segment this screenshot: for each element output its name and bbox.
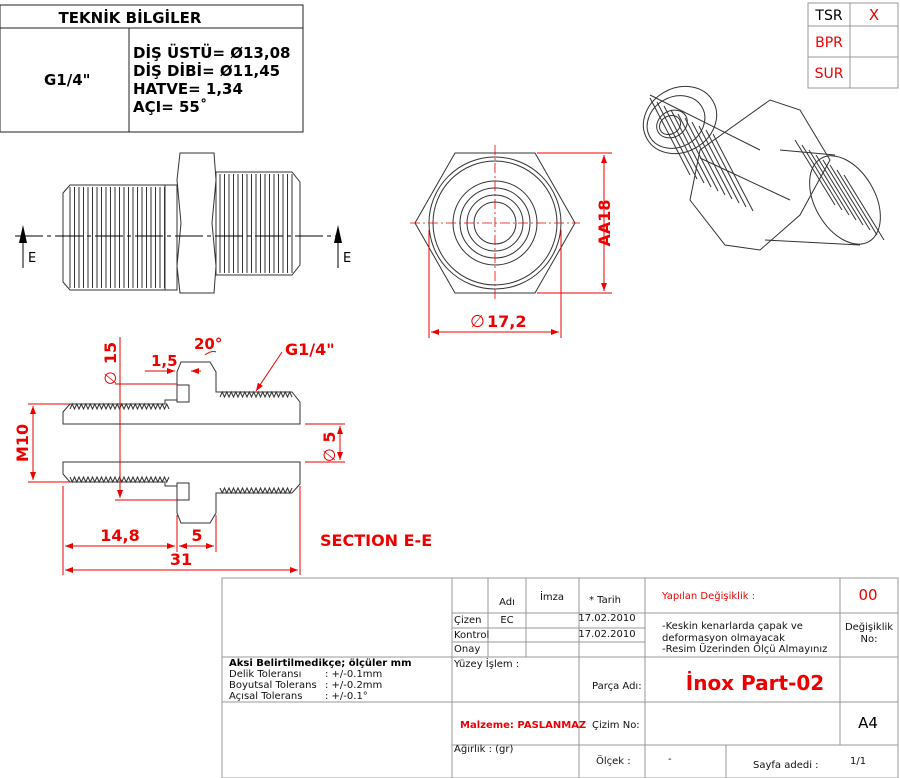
surface-mark: X [869,6,879,24]
section-title: SECTION E-E [320,531,432,550]
revision-number: 00 [858,586,877,604]
sheets-value: 1/1 [850,756,866,767]
thread-line [677,113,719,192]
tolerance-title: Aksi Belirtilmedikçe; ölçüler mm [229,658,412,669]
note-line: -Keskin kenarlarda çapak ve [662,621,803,632]
thread-profile [219,486,293,495]
tech-info-table: TEKNİK BİLGİLER G1/4" DİŞ ÜSTÜ= Ø13,08 D… [0,4,304,133]
svg-text:G1/4": G1/4" [285,340,335,359]
material: Malzeme: PASLANMAZ [460,720,586,731]
svg-text:5: 5 [320,431,339,442]
dim-flange-diameter: ∅ 15 [101,337,177,501]
tech-line: AÇI= 55˚ [133,98,207,116]
svg-text:∅: ∅ [320,448,339,462]
thread-line [670,109,712,188]
svg-text:M10: M10 [13,424,32,462]
hex-dimension: AA18 [537,152,614,294]
svg-text:∅: ∅ [470,312,485,332]
thread-line [808,149,850,216]
row-date: 17.02.2010 [578,613,635,624]
thread-line [712,133,754,212]
tech-line: DİŞ DİBİ= Ø11,45 [133,61,280,80]
thread-line [684,117,726,196]
part-name-label: Parça Adı: [592,681,642,692]
thread-line [656,101,698,180]
dim-lengths: 14,8 5 31 [62,486,301,575]
change-no-label: No: [861,634,878,645]
thread-line [822,159,864,226]
row-name: EC [500,615,513,626]
change-no-label: Değişiklik [845,621,893,633]
paper-size: A4 [858,714,878,732]
dim-groove: 1,5 [145,352,201,374]
tolerance-label: Boyutsal Tolerans [229,680,317,691]
section-arrow-right: E [334,225,351,268]
thread-spec: G1/4" [44,71,90,89]
tolerance-label: Açısal Tolerans [229,691,302,702]
isometric-view [642,85,885,251]
header-name: Adı [499,597,515,608]
thread-profile [219,390,293,399]
row-date: 17.02.2010 [578,629,635,640]
row-role: Kontrol [454,630,489,641]
thread-line [829,164,871,231]
side-view: E E [15,152,351,294]
thread-line [794,139,836,206]
thread-line [649,97,691,176]
tech-info-title: TEKNİK BİLGİLER [59,8,202,27]
scale-value: - [668,754,672,765]
thread-line [691,121,733,200]
row-role: Çizen [454,615,482,626]
surface-treatment-label: Yüzey İşlem : [453,657,519,670]
svg-text:E: E [343,251,351,266]
surface-label: TSR [814,8,842,24]
front-view: AA18 ∅ 17,2 [410,145,614,338]
section-arrow-left: E [19,225,36,268]
dim-angle: 20° [194,335,222,356]
section-view: M10 ∅ 15 1,5 20° G1/4" ∅ 5 [13,335,432,575]
svg-text:5: 5 [191,526,202,545]
surface-finish-box: TSR X BPR SUR [807,2,899,89]
svg-text:15: 15 [101,342,120,364]
revision-label: Yapılan Değişiklik : [661,590,755,602]
thread-line [705,129,747,208]
thread-line [836,169,878,236]
header-signature: İmza [540,590,564,603]
title-block: Adı İmza * Tarih Çizen EC 17.02.2010 Kon… [221,577,899,778]
row-role: Onay [454,644,480,655]
tolerance-value: : +/-0.1mm [325,669,382,680]
thread-callout: G1/4" [255,340,335,392]
dim-bore: ∅ 5 [305,423,345,463]
tolerance-label: Delik Toleransı [229,669,301,680]
header-date: * Tarih [589,595,621,606]
tech-line: HATVE= 1,34 [133,80,243,98]
thread-line [663,105,705,184]
weight-label: Ağırlık : (gr) [454,743,514,755]
note-line: -Resim Üzerinden Ölçü Almayınız [662,642,827,655]
diameter-dimension: ∅ 17,2 [428,230,562,338]
tolerance-value: : +/-0.2mm [325,680,382,691]
note-line: deformasyon olmayacak [662,633,785,644]
scale-label: Ölçek : [596,754,631,767]
svg-text:31: 31 [170,550,192,569]
svg-text:17,2: 17,2 [487,312,526,331]
svg-text:20°: 20° [194,335,222,353]
thread-line [801,144,843,211]
tech-line: DİŞ ÜSTÜ= Ø13,08 [133,43,290,62]
drawing-no-label: Çizim No: [592,720,640,731]
sheets-label: Sayfa adedi : [753,760,819,771]
surface-label: BPR [815,35,843,51]
tolerance-value: : +/-0.1° [325,691,368,702]
svg-text:E: E [28,251,36,266]
part-name: İnox Part-02 [686,671,824,695]
thread-line [843,174,885,241]
thread-line [698,125,740,204]
thread-line [815,154,857,221]
svg-text:14,8: 14,8 [100,526,139,545]
svg-text:AA18: AA18 [595,199,614,246]
svg-text:1,5: 1,5 [151,352,178,370]
svg-text:∅: ∅ [101,371,120,385]
surface-label: SUR [815,66,844,82]
dim-m10: M10 [13,403,70,483]
